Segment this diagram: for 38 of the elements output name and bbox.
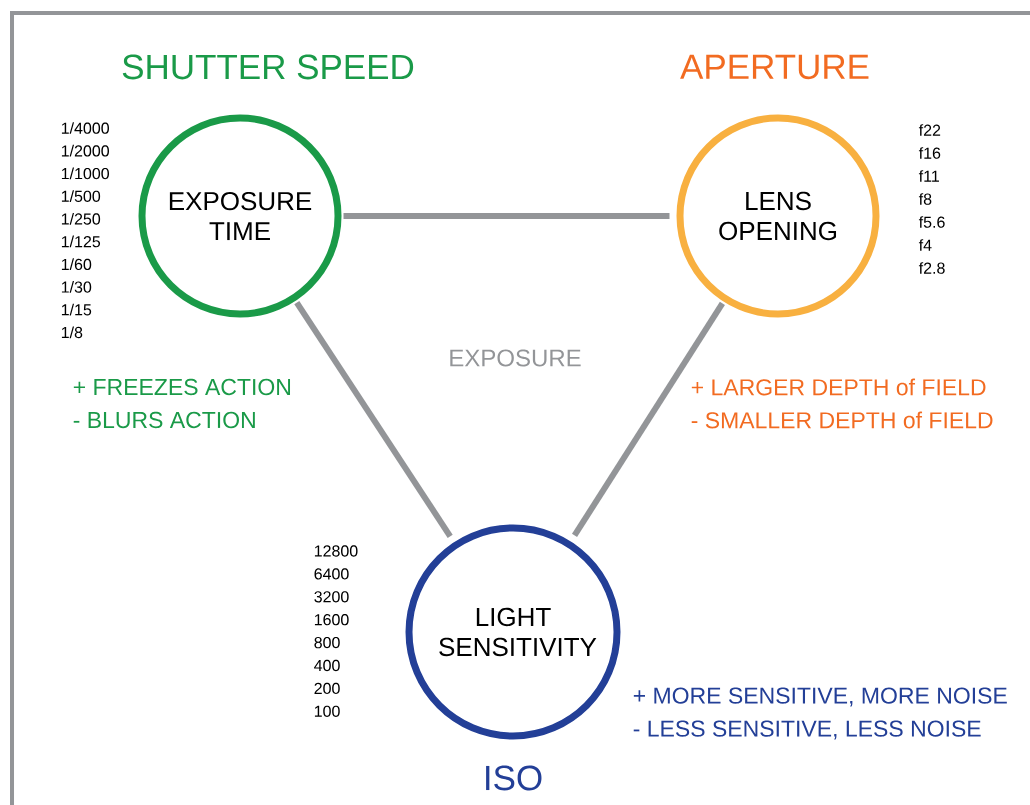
heading: APERTURE <box>680 54 869 80</box>
scale-value: 1/30 <box>61 281 92 293</box>
scale-value: 400 <box>314 659 340 672</box>
heading: ISO <box>486 765 542 791</box>
effect-note: + FREEZES ACTION <box>73 378 290 396</box>
effect-note: + MORE SENSITIVE, MORE NOISE <box>633 687 1007 707</box>
scale-value: f11 <box>918 170 939 182</box>
effect-note: - SMALLER DEPTH of FIELD <box>691 411 993 429</box>
scale-value: f16 <box>918 147 941 159</box>
scale-value: 1/4000 <box>61 122 109 134</box>
scale-value: 1/15 <box>61 303 92 316</box>
scale-value: f22 <box>918 124 941 136</box>
scale-value: f4 <box>918 239 932 251</box>
heading: SHUTTER SPEED <box>122 54 414 80</box>
scale-value: 1/2000 <box>61 144 109 157</box>
effect-note: - LESS SENSITIVE, LESS NOISE <box>633 720 981 740</box>
center-label: EXPOSURE <box>450 349 581 367</box>
scale-value: 3200 <box>314 591 349 603</box>
connector-line <box>343 213 670 219</box>
effect-note: - BLURS ACTION <box>73 411 255 429</box>
scale-value: 6400 <box>314 568 349 580</box>
scale-value: 1600 <box>314 614 349 626</box>
scale-value: 200 <box>314 682 340 695</box>
scale-value: f5.6 <box>918 216 945 228</box>
scale-value: 1/250 <box>61 212 101 225</box>
scale-value: 100 <box>314 705 340 717</box>
scale-value: 1/500 <box>61 190 101 202</box>
connector-line <box>572 301 725 538</box>
scale-value: f2.8 <box>918 262 945 274</box>
effect-note: + LARGER DEPTH of FIELD <box>691 378 986 396</box>
scale-value: 12800 <box>314 545 358 557</box>
scale-value: 800 <box>314 636 340 649</box>
scale-value: 1/1000 <box>61 167 109 180</box>
scale-value: 1/125 <box>61 235 101 248</box>
scale-value: 1/8 <box>61 326 83 339</box>
connector-line <box>294 300 453 538</box>
scale-value: f8 <box>918 193 932 205</box>
scale-value: 1/60 <box>61 258 92 271</box>
